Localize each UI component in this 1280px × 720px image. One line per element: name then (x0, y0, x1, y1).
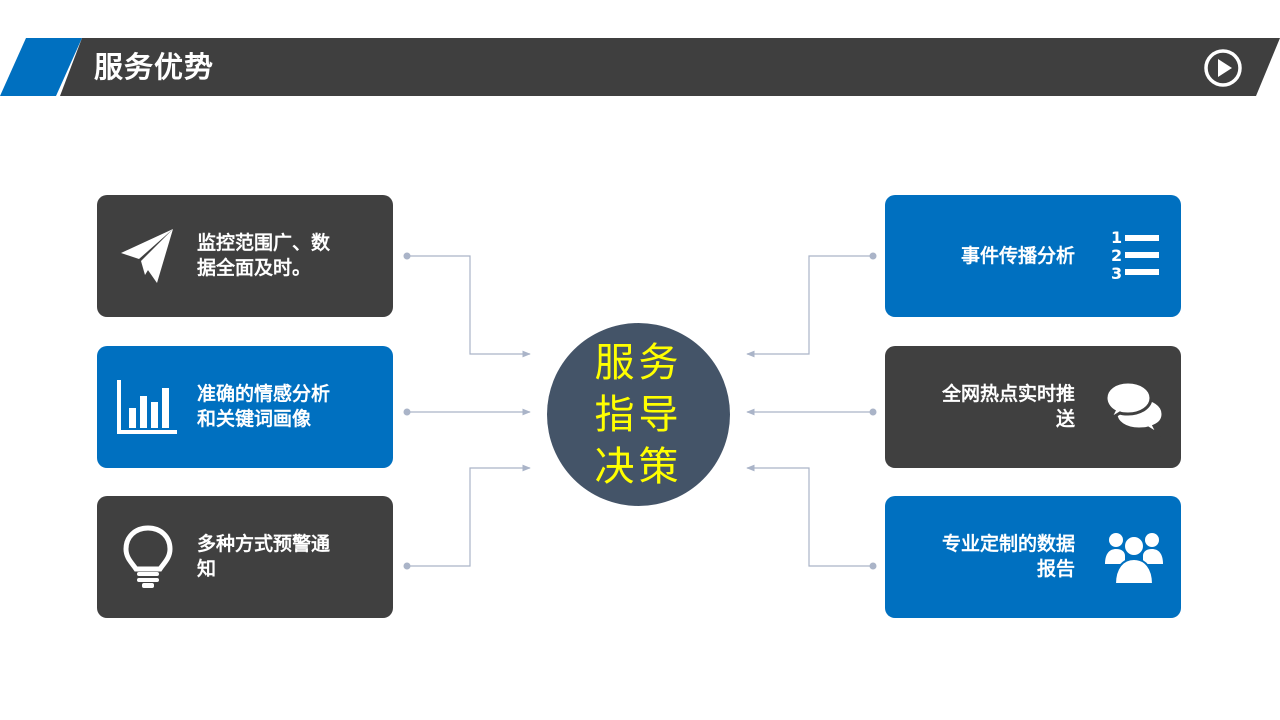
chat-bubbles-icon (1104, 380, 1165, 438)
card-line: 送 (1055, 408, 1075, 430)
card-custom-report: 专业定制的数据 报告 (885, 496, 1181, 618)
card-line: 多种方式预警通 (197, 533, 331, 555)
bar-chart-icon (117, 380, 177, 434)
center-line-2: 指导 (594, 391, 683, 438)
center-line-3: 决策 (594, 443, 683, 490)
lightbulb-icon (123, 525, 173, 588)
header-bar (60, 38, 1280, 96)
card-monitoring-coverage: 监控范围广、数 据全面及时。 (97, 195, 393, 317)
connector-right-1 (746, 255, 873, 358)
svg-text:3: 3 (1111, 264, 1122, 283)
connector-left-1 (407, 255, 531, 358)
card-line: 和关键词画像 (197, 408, 312, 430)
page-title: 服务优势 (94, 50, 215, 84)
svg-text:2: 2 (1111, 246, 1122, 265)
card-line: 事件传播分析 (960, 244, 1075, 267)
paper-plane-icon (121, 229, 173, 283)
card-sentiment-analysis: 准确的情感分析 和关键词画像 (97, 346, 393, 468)
card-line: 全网热点实时推 (941, 383, 1075, 405)
card-alert-notification: 多种方式预警通 知 (97, 496, 393, 618)
numbered-list-icon: 1 2 3 (1111, 228, 1159, 283)
connector-left-3 (407, 464, 531, 567)
card-line: 报告 (1036, 558, 1075, 580)
card-propagation-analysis: 事件传播分析 1 2 3 (885, 195, 1181, 317)
center-line-1: 服务 (594, 339, 683, 386)
card-line: 监控范围广、数 (197, 232, 331, 254)
header-accent (0, 38, 82, 96)
card-line: 准确的情感分析 (197, 383, 331, 405)
users-group-icon (1105, 533, 1163, 585)
card-hotspot-push: 全网热点实时推 送 (885, 346, 1181, 468)
svg-text:1: 1 (1111, 228, 1122, 247)
card-line: 专业定制的数据 (941, 533, 1075, 555)
center-circle (547, 323, 730, 506)
connector-right-3 (746, 464, 873, 567)
card-line: 据全面及时。 (197, 257, 312, 279)
center-label: 服务 指导 决策 (547, 323, 730, 506)
play-circle-icon[interactable] (1203, 48, 1243, 88)
card-line: 知 (197, 558, 217, 580)
